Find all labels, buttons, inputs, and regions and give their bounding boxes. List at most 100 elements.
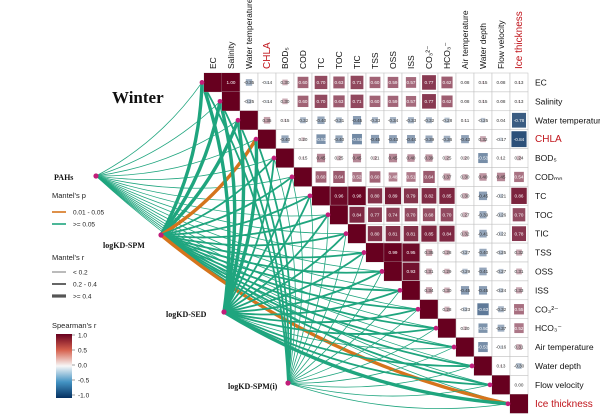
cell-water-temperature-iss: -0.33 bbox=[401, 110, 421, 130]
cell-salinity-salinity bbox=[221, 91, 241, 112]
cell-value: 0.25 bbox=[443, 156, 452, 161]
cell-iss-ice-thickness: 0.33 bbox=[509, 280, 529, 301]
cell-co3-ice-thickness: 0.55 bbox=[509, 299, 529, 319]
row-label-codmn: CODₘₙ bbox=[535, 172, 563, 182]
anchor-dot-tic bbox=[343, 231, 349, 237]
cell-value: 0.30 bbox=[443, 288, 452, 293]
row-label-water-depth: Water depth bbox=[535, 361, 581, 371]
cell-value: 0.32 bbox=[515, 250, 524, 255]
link-logkd-sed-ice-thickness bbox=[222, 310, 510, 406]
spearman-tick: 0.5 bbox=[78, 348, 87, 355]
row-label-water-temperature: Water temperature bbox=[535, 115, 600, 125]
cell-value: -0.45 bbox=[478, 193, 489, 198]
cell-value: 0.13 bbox=[515, 99, 524, 104]
cell-value: -0.34 bbox=[388, 118, 399, 123]
cell-salinity-tc: 0.70 bbox=[311, 91, 331, 112]
link-pahs-salinity bbox=[95, 100, 221, 177]
link-logkd-spm-i-iss bbox=[287, 289, 401, 384]
cell-salinity-tic: 0.71 bbox=[347, 91, 367, 112]
link-logkd-spm-salinity bbox=[159, 99, 222, 237]
cell-value: 0.31 bbox=[515, 269, 524, 274]
cell-value: 0.63 bbox=[335, 99, 344, 104]
row-label-oss: OSS bbox=[535, 266, 553, 276]
link-pahs-toc bbox=[95, 175, 329, 217]
node-dot-logkd-spm-i bbox=[285, 380, 291, 386]
link-logkd-spm-tic bbox=[160, 232, 347, 247]
link-logkd-sed-tc bbox=[223, 194, 311, 313]
cell-value: 0.64 bbox=[335, 175, 344, 180]
cell-tss-oss: 0.99 bbox=[383, 242, 403, 263]
anchor-dot-tc bbox=[307, 193, 313, 199]
link-logkd-sed-iss bbox=[223, 289, 401, 316]
cell-value: 0.77 bbox=[371, 212, 380, 217]
cell-water-depth-flow-velocity: 0.13 bbox=[491, 356, 511, 376]
link-logkd-spm-i-ec bbox=[201, 81, 289, 384]
cell-value: -0.53 bbox=[478, 156, 489, 161]
cell-value: -0.23 bbox=[460, 307, 471, 312]
anchor-dot-hco3 bbox=[433, 325, 439, 331]
cell-value: 0.39 bbox=[425, 156, 434, 161]
cell-value: -0.41 bbox=[478, 269, 489, 274]
anchor-dot-toc bbox=[325, 212, 331, 218]
cell-codmn-toc: 0.64 bbox=[329, 167, 349, 187]
cell-bod5-tss: 0.21 bbox=[365, 148, 385, 168]
cell-ec-hco3: 0.62 bbox=[437, 72, 457, 93]
link-pahs-codmn bbox=[95, 175, 293, 189]
cell-water-temperature-flow-velocity: 0.04 bbox=[491, 110, 511, 130]
cell-bod5-flow-velocity: 0.12 bbox=[491, 148, 511, 168]
cell-value: -0.32 bbox=[424, 118, 435, 123]
cell-chla-ice-thickness: -0.84 bbox=[509, 129, 529, 149]
cell-salinity-toc: 0.63 bbox=[329, 91, 349, 112]
cell-value: 0.13 bbox=[515, 80, 524, 85]
cell-value: 0.00 bbox=[515, 382, 524, 387]
legend-r-item: >= 0.4 bbox=[73, 294, 92, 301]
link-logkd-spm-codmn bbox=[160, 176, 293, 236]
cell-value: 0.70 bbox=[317, 99, 326, 104]
cell-value: 0.62 bbox=[443, 99, 452, 104]
cell-chla-hco3: -0.36 bbox=[437, 129, 457, 149]
cell-tc-oss: 0.89 bbox=[383, 186, 403, 206]
link-logkd-spm-i-oss bbox=[287, 271, 383, 384]
col-label-tss: TSS bbox=[370, 52, 380, 69]
cell-value: 0.54 bbox=[515, 175, 524, 180]
cell-codmn-hco3: 0.37 bbox=[437, 167, 457, 187]
cell-value: 0.60 bbox=[371, 175, 380, 180]
cell-salinity-water-depth: 0.15 bbox=[473, 91, 493, 112]
cell-value: -0.51 bbox=[316, 137, 327, 142]
cell-value: 0.30 bbox=[281, 80, 290, 85]
row-label-salinity: Salinity bbox=[535, 96, 563, 106]
cell-value: 0.35 bbox=[425, 250, 434, 255]
link-logkd-sed-oss bbox=[223, 270, 383, 313]
cell-codmn-oss: 0.48 bbox=[383, 167, 403, 187]
cell-codmn-tss: 0.60 bbox=[365, 167, 385, 187]
cell-value: 0.60 bbox=[371, 80, 380, 85]
legend-p-item: 0.01 - 0.05 bbox=[73, 210, 104, 217]
link-logkd-sed-hco3 bbox=[223, 311, 437, 335]
anchor-dot-air-temperature bbox=[451, 344, 457, 350]
cell-value: -0.78 bbox=[514, 118, 525, 123]
cell-value: 0.57 bbox=[407, 80, 416, 85]
cell-bod5-toc: 0.25 bbox=[329, 148, 349, 168]
cell-bod5-ice-thickness: 0.24 bbox=[509, 148, 529, 168]
link-logkd-spm-water-depth bbox=[160, 234, 473, 367]
cell-value: 0.15 bbox=[299, 156, 308, 161]
link-logkd-spm-i-bod5 bbox=[273, 157, 296, 384]
cell-value: -0.24 bbox=[496, 288, 507, 293]
cell-value: 0.04 bbox=[497, 118, 506, 123]
cell-co3-water-depth: -0.63 bbox=[473, 299, 493, 319]
cell-value: 0.35 bbox=[263, 118, 272, 123]
cell-tic-oss: 0.81 bbox=[383, 223, 403, 244]
cell-tc-tc bbox=[311, 186, 331, 206]
spearman-tick: 0.0 bbox=[78, 363, 87, 370]
cell-value: 0.37 bbox=[443, 175, 452, 180]
cell-water-temperature-hco3: -0.28 bbox=[437, 110, 457, 130]
cell-co3-hco3: 0.28 bbox=[437, 299, 457, 319]
cell-codmn-codmn bbox=[293, 167, 313, 187]
link-logkd-sed-air-temperature bbox=[223, 311, 455, 350]
cell-ec-co3: 0.77 bbox=[419, 72, 439, 93]
cell-tss-tss bbox=[365, 242, 385, 263]
cell-tic-iss: 0.81 bbox=[401, 223, 421, 244]
link-logkd-spm-i-flow-velocity bbox=[287, 382, 491, 397]
cell-value: 0.52 bbox=[353, 175, 362, 180]
